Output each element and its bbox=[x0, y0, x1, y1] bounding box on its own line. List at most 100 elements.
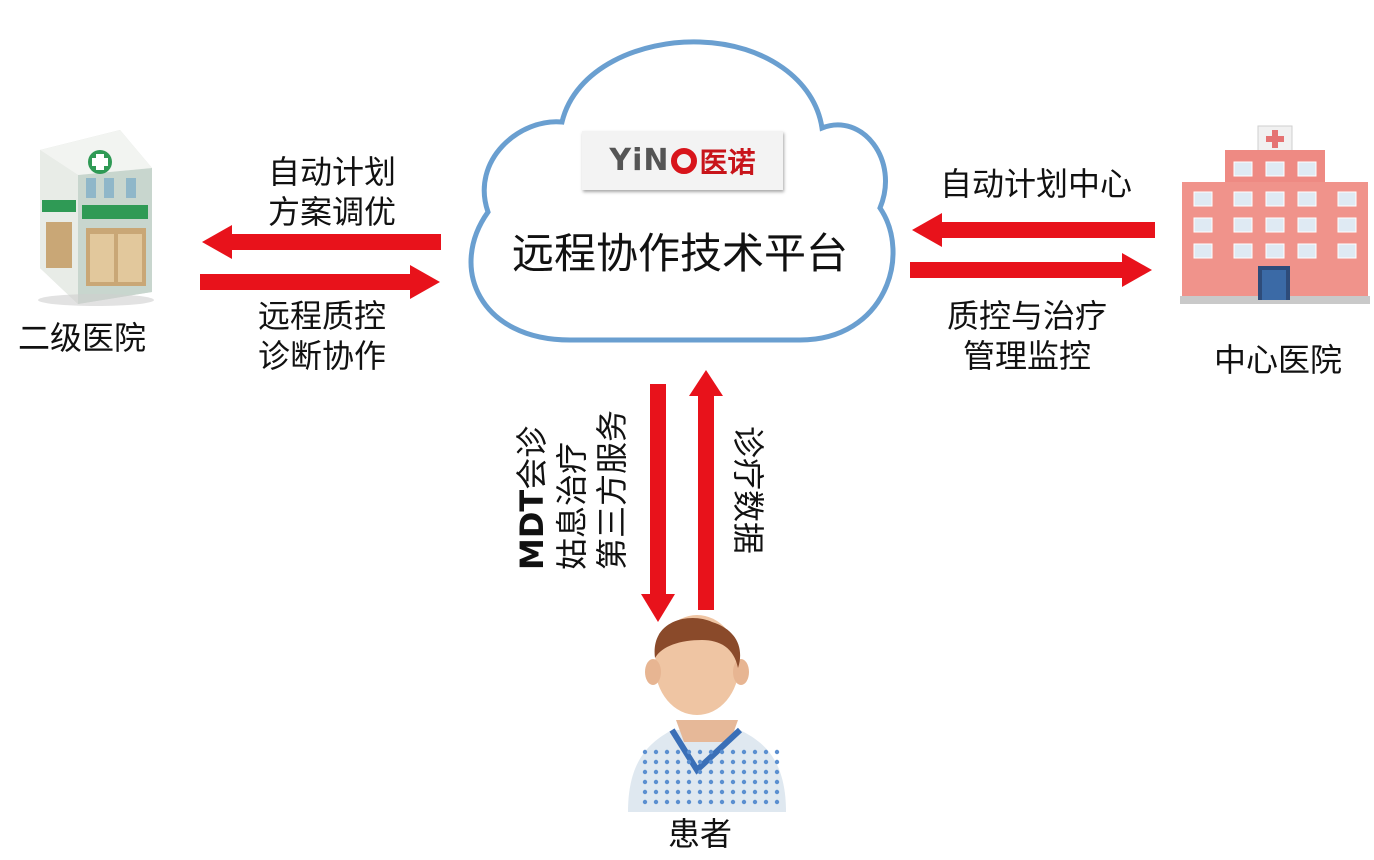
gown-dot bbox=[774, 769, 780, 775]
gown-dot bbox=[741, 799, 747, 805]
gown-dot bbox=[686, 749, 692, 755]
gown-dot bbox=[752, 789, 758, 795]
gown-dot bbox=[697, 759, 703, 765]
hospital-window bbox=[1297, 217, 1317, 233]
gown-dot bbox=[763, 779, 769, 785]
hospital-window bbox=[1265, 217, 1285, 233]
gown-dot bbox=[675, 789, 681, 795]
gown-dot bbox=[752, 769, 758, 775]
gown-dot bbox=[675, 759, 681, 765]
secondary-hospital-label: 二级医院 bbox=[18, 319, 147, 357]
gown-dot bbox=[752, 779, 758, 785]
gown-dot bbox=[664, 779, 670, 785]
gown-dot bbox=[697, 799, 703, 805]
right-outgoing-label: 自动计划中心 bbox=[940, 165, 1133, 203]
arrow-down-to-patient bbox=[641, 384, 675, 622]
bottom-up-label: 诊疗数据 bbox=[728, 426, 768, 556]
gown-dot bbox=[686, 759, 692, 765]
gown-dot bbox=[752, 799, 758, 805]
gown-dot bbox=[730, 749, 736, 755]
gown-dot bbox=[719, 789, 725, 795]
gown-dot bbox=[730, 759, 736, 765]
gown-dot bbox=[697, 789, 703, 795]
right-incoming-label: 质控与治疗 管理监控 bbox=[932, 296, 1122, 376]
gown-dot bbox=[697, 769, 703, 775]
gown-dot bbox=[708, 779, 714, 785]
gown-dot bbox=[664, 769, 670, 775]
gown-dot bbox=[653, 769, 659, 775]
patient-label: 患者 bbox=[668, 815, 733, 853]
gown-dot bbox=[719, 749, 725, 755]
hospital-window bbox=[1233, 191, 1253, 207]
gown-dot bbox=[653, 789, 659, 795]
gown-dot bbox=[741, 749, 747, 755]
cloud-shape bbox=[468, 39, 896, 343]
arrow-right-incoming bbox=[910, 253, 1152, 287]
gown-dot bbox=[774, 779, 780, 785]
gown-dot bbox=[675, 749, 681, 755]
yino-logo: YiN 医诺 bbox=[582, 131, 783, 190]
gown-dot bbox=[708, 769, 714, 775]
patient-gown-pattern bbox=[642, 749, 780, 805]
gown-dot bbox=[675, 769, 681, 775]
hospital-window bbox=[1193, 191, 1213, 207]
arrow-up-from-patient bbox=[689, 370, 723, 610]
gown-dot bbox=[664, 759, 670, 765]
platform-title: 远程协作技术平台 bbox=[511, 229, 848, 278]
central-hospital-windows bbox=[1193, 161, 1357, 259]
central-hospital-label: 中心医院 bbox=[1214, 341, 1343, 379]
down-label-line3: 第三方服务 bbox=[593, 409, 631, 570]
left-outgoing-line2: 方案调优 bbox=[267, 193, 396, 231]
hospital-window bbox=[1265, 161, 1285, 177]
down-label-line2: 姑息治疗 bbox=[553, 441, 591, 570]
gown-dot bbox=[642, 799, 648, 805]
hospital-window bbox=[1193, 243, 1213, 259]
gown-dot bbox=[686, 789, 692, 795]
gown-dot bbox=[730, 789, 736, 795]
gown-dot bbox=[741, 759, 747, 765]
gown-dot bbox=[763, 749, 769, 755]
hospital-window bbox=[1233, 217, 1253, 233]
gown-dot bbox=[774, 759, 780, 765]
right-incoming-line2: 管理监控 bbox=[962, 337, 1091, 375]
hospital-window bbox=[1297, 191, 1317, 207]
gown-dot bbox=[686, 799, 692, 805]
down-label-bold: MDT bbox=[513, 489, 551, 570]
patient-icon bbox=[628, 615, 786, 812]
gown-dot bbox=[675, 799, 681, 805]
gown-dot bbox=[719, 779, 725, 785]
bottom-down-label: MDT会诊 姑息治疗 第三方服务 bbox=[512, 410, 632, 570]
gown-dot bbox=[763, 789, 769, 795]
hospital-window bbox=[1233, 161, 1253, 177]
right-incoming-line1: 质控与治疗 bbox=[946, 297, 1107, 335]
left-outgoing-line1: 自动计划 bbox=[267, 153, 396, 191]
left-incoming-label: 远程质控 诊断协作 bbox=[242, 296, 402, 376]
gown-dot bbox=[697, 749, 703, 755]
gown-dot bbox=[741, 779, 747, 785]
gown-dot bbox=[686, 779, 692, 785]
gown-dot bbox=[730, 779, 736, 785]
gown-dot bbox=[719, 759, 725, 765]
hospital-window bbox=[1233, 243, 1253, 259]
gown-dot bbox=[642, 749, 648, 755]
up-label-line1: 诊疗数据 bbox=[729, 426, 767, 555]
gown-dot bbox=[653, 779, 659, 785]
gown-dot bbox=[708, 789, 714, 795]
logo-text-en: YiN bbox=[609, 143, 670, 178]
gown-dot bbox=[741, 789, 747, 795]
hospital-window bbox=[1337, 243, 1357, 259]
gown-dot bbox=[686, 769, 692, 775]
gown-dot bbox=[653, 759, 659, 765]
gown-dot bbox=[763, 799, 769, 805]
down-label-line1: 会诊 bbox=[513, 425, 551, 490]
gown-dot bbox=[763, 759, 769, 765]
hospital-window bbox=[1297, 161, 1317, 177]
hospital-window bbox=[1265, 243, 1285, 259]
gown-dot bbox=[741, 769, 747, 775]
hospital-window bbox=[1193, 217, 1213, 233]
gown-dot bbox=[653, 749, 659, 755]
arrow-left-outgoing bbox=[202, 225, 441, 259]
gown-dot bbox=[675, 779, 681, 785]
gown-dot bbox=[763, 769, 769, 775]
